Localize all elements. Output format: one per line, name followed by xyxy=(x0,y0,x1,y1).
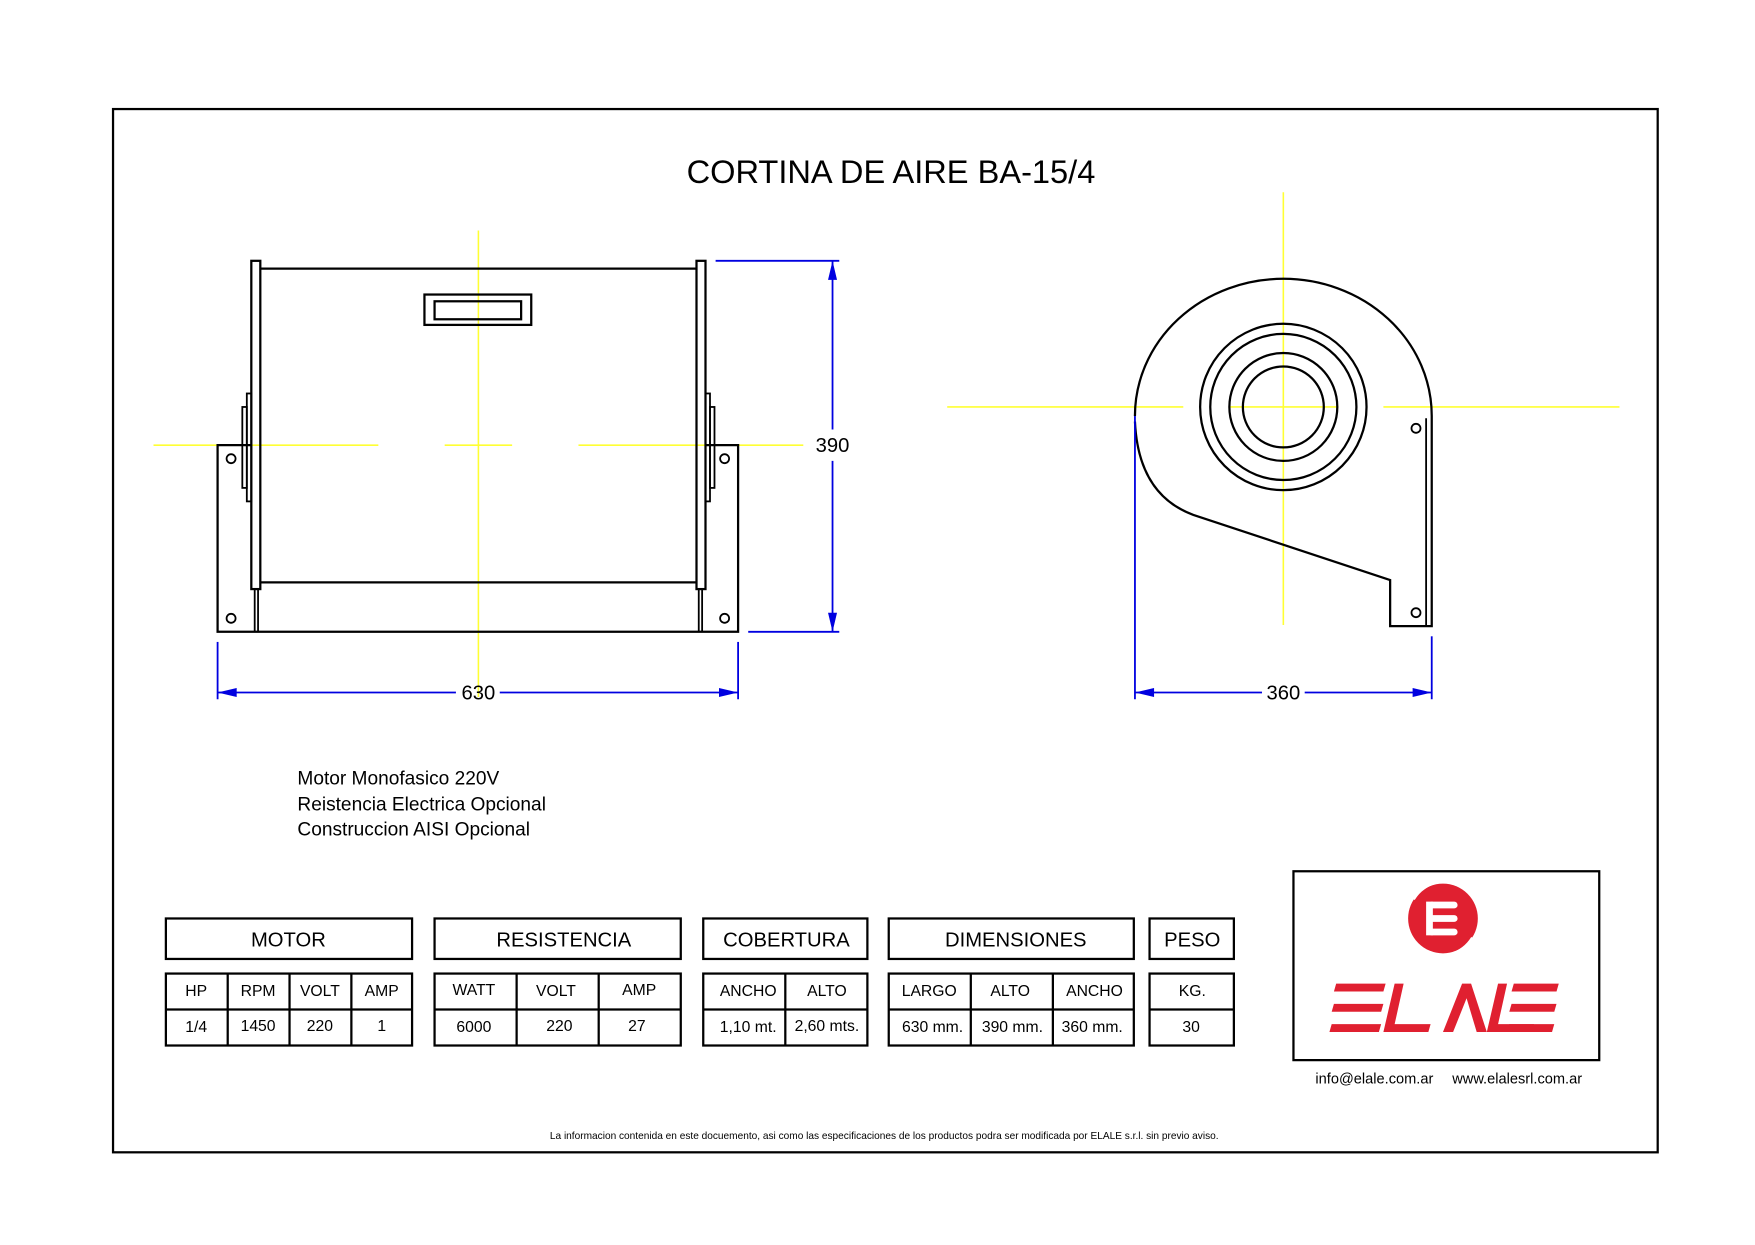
svg-text:1450: 1450 xyxy=(241,1018,276,1035)
motor-table: MOTOR HP RPM VOLT AMP 1/4 1450 220 1 xyxy=(164,917,414,1047)
svg-text:KG.: KG. xyxy=(1179,983,1206,1000)
svg-text:360 mm.: 360 mm. xyxy=(1062,1019,1123,1036)
svg-text:1: 1 xyxy=(377,1018,386,1035)
svg-text:27: 27 xyxy=(628,1018,645,1035)
note-construccion: Construccion AISI Opcional xyxy=(297,819,530,840)
cobertura-table: COBERTURA ANCHO ALTO 1,10 mt. 2,60 mts. xyxy=(702,917,869,1047)
spec-notes: Motor Monofasico 220V Reistencia Electri… xyxy=(297,769,546,841)
svg-text:1,10 mt.: 1,10 mt. xyxy=(720,1019,777,1036)
note-resistencia: Reistencia Electrica Opcional xyxy=(297,795,546,816)
svg-text:AMP: AMP xyxy=(365,983,399,1000)
svg-text:390: 390 xyxy=(816,435,850,457)
svg-text:630: 630 xyxy=(462,682,496,704)
svg-text:HP: HP xyxy=(185,983,207,1000)
dimension-390: 390 xyxy=(715,259,850,633)
svg-text:VOLT: VOLT xyxy=(536,983,576,1000)
svg-text:MOTOR: MOTOR xyxy=(251,930,326,952)
svg-text:ALTO: ALTO xyxy=(807,983,847,1000)
peso-table: PESO KG. 30 xyxy=(1148,917,1235,1047)
resistencia-table: RESISTENCIA WATT VOLT AMP 6000 220 27 xyxy=(433,917,682,1047)
note-motor: Motor Monofasico 220V xyxy=(297,769,499,790)
contact-website: www.elalesrl.com.ar xyxy=(1451,1072,1582,1088)
svg-text:ALTO: ALTO xyxy=(990,983,1030,1000)
dimension-360: 360 xyxy=(1134,415,1433,704)
elale-logo-box: ELALE xyxy=(1292,870,1601,1062)
elale-wordmark xyxy=(1329,983,1559,1033)
sheet-frame xyxy=(111,107,1659,1154)
svg-text:RESISTENCIA: RESISTENCIA xyxy=(496,930,631,952)
svg-text:LARGO: LARGO xyxy=(902,983,957,1000)
svg-text:WATT: WATT xyxy=(453,982,496,999)
side-view-drawing xyxy=(947,192,1620,628)
svg-text:2,60 mts.: 2,60 mts. xyxy=(795,1018,860,1035)
svg-text:220: 220 xyxy=(307,1018,333,1035)
elale-emblem-icon xyxy=(1408,880,1478,957)
disclaimer-footer: La informacion contenida en este docueme… xyxy=(550,1131,1219,1142)
svg-text:AMP: AMP xyxy=(622,982,656,999)
svg-text:30: 30 xyxy=(1182,1019,1200,1036)
svg-text:ANCHO: ANCHO xyxy=(1066,983,1123,1000)
svg-text:360: 360 xyxy=(1266,682,1300,704)
page-title: CORTINA DE AIRE BA-15/4 xyxy=(687,153,1096,190)
svg-text:COBERTURA: COBERTURA xyxy=(723,930,850,952)
dimensiones-table: DIMENSIONES LARGO ALTO ANCHO 630 mm. 390… xyxy=(887,917,1135,1047)
svg-text:DIMENSIONES: DIMENSIONES xyxy=(945,930,1087,952)
dimension-630: 630 xyxy=(216,641,739,704)
svg-text:1/4: 1/4 xyxy=(185,1019,207,1036)
front-view-drawing xyxy=(153,230,804,698)
svg-text:VOLT: VOLT xyxy=(300,983,340,1000)
svg-text:630 mm.: 630 mm. xyxy=(902,1019,963,1036)
svg-text:RPM: RPM xyxy=(241,983,276,1000)
svg-text:6000: 6000 xyxy=(456,1019,491,1036)
svg-text:PESO: PESO xyxy=(1164,930,1220,952)
svg-text:220: 220 xyxy=(546,1018,572,1035)
svg-text:ANCHO: ANCHO xyxy=(720,983,777,1000)
svg-text:390 mm.: 390 mm. xyxy=(982,1019,1043,1036)
contact-email: info@elale.com.ar xyxy=(1315,1072,1433,1088)
